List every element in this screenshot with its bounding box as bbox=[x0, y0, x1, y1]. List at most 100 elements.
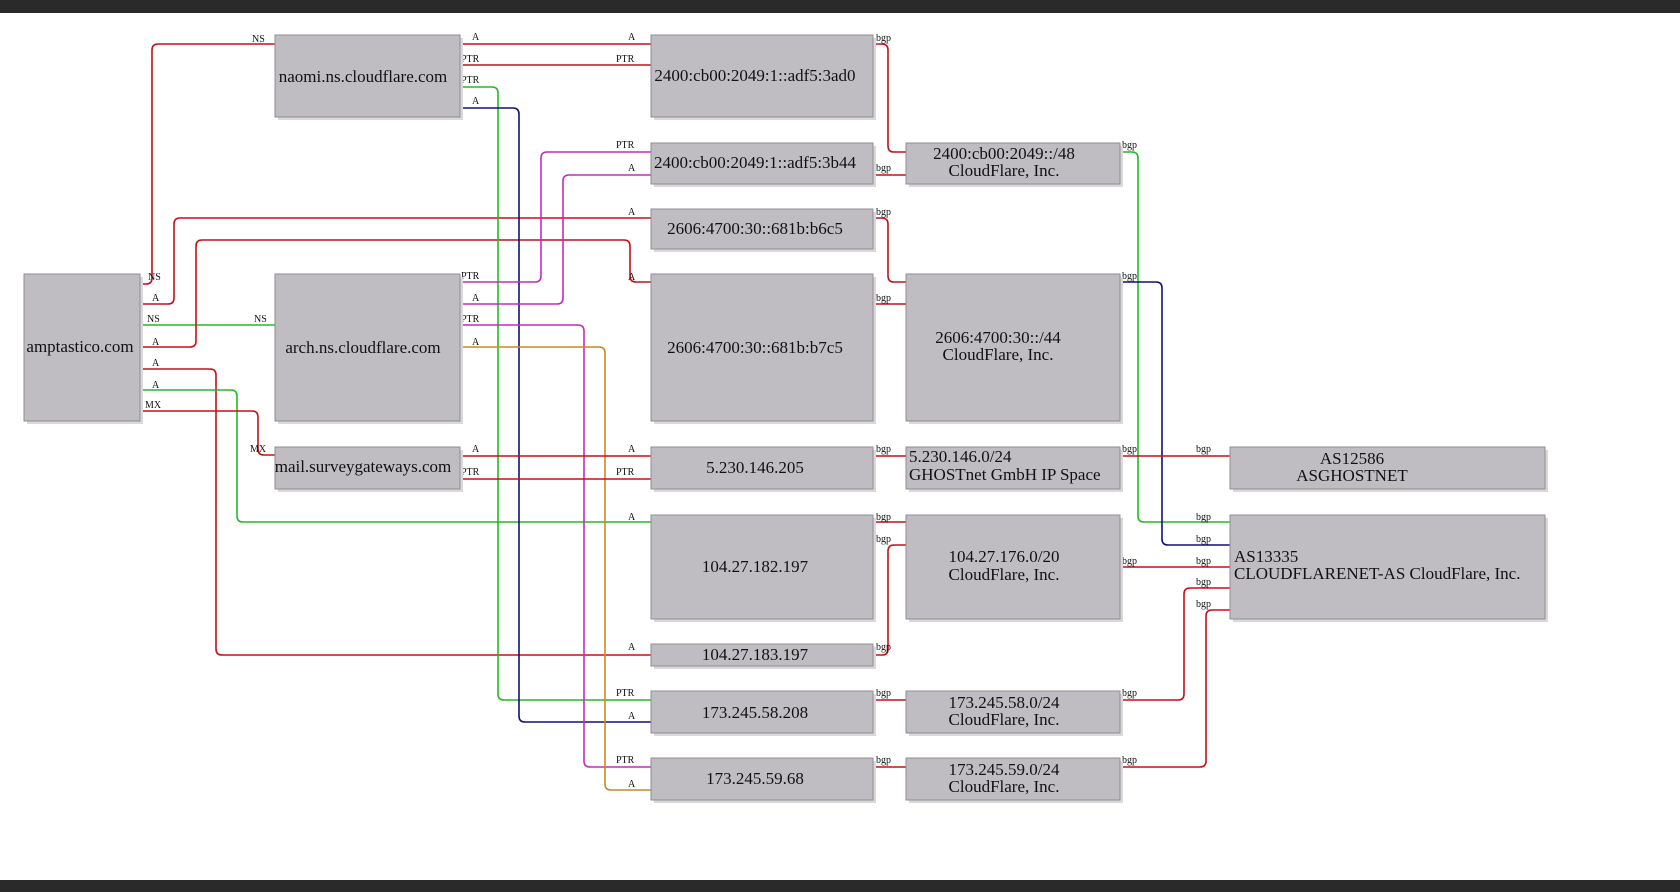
edge-ip6c-net2606-bgp bbox=[873, 217, 906, 283]
edge-net2400-as13335-bgp bbox=[1120, 151, 1230, 523]
node-box bbox=[650, 690, 874, 734]
node-label: 104.27.182.197 bbox=[702, 557, 809, 576]
edge-label-ptr: PTR bbox=[461, 314, 480, 325]
edge-label-bgp: bgp bbox=[876, 688, 891, 699]
edge-label-a: A bbox=[472, 96, 480, 107]
node-label: ASGHOSTNET bbox=[1296, 466, 1408, 485]
edge-label-a: A bbox=[152, 358, 160, 369]
node-label: 2400:cb00:2049:1::adf5:3ad0 bbox=[654, 66, 855, 85]
edge-label-ns: NS bbox=[148, 272, 161, 283]
edge-label-mx: MX bbox=[250, 444, 267, 455]
edge-label-ptr: PTR bbox=[461, 271, 480, 282]
node-ip173b[interactable]: 173.245.59.68 bbox=[650, 757, 876, 803]
edge-label-ptr: PTR bbox=[616, 54, 635, 65]
node-ip173a[interactable]: 173.245.58.208 bbox=[650, 690, 876, 736]
node-box bbox=[905, 446, 1121, 490]
node-box bbox=[650, 757, 874, 801]
node-label: amptastico.com bbox=[26, 337, 133, 356]
edge-label-mx: MX bbox=[145, 400, 162, 411]
edge-label-ns: NS bbox=[252, 34, 265, 45]
node-label: 173.245.58.208 bbox=[702, 703, 808, 722]
edge-arch-ip173b-ptr bbox=[460, 324, 651, 768]
node-label: CloudFlare, Inc. bbox=[943, 345, 1054, 364]
edge-arch-ip6b-a bbox=[460, 174, 651, 305]
node-box bbox=[905, 757, 1121, 801]
edge-label-ptr: PTR bbox=[461, 467, 480, 478]
edge-net173b-as13335-bgp bbox=[1120, 609, 1230, 768]
node-box bbox=[650, 142, 874, 185]
edge-label-bgp: bgp bbox=[1196, 534, 1211, 545]
edge-label-a: A bbox=[628, 272, 636, 283]
node-box bbox=[274, 273, 461, 422]
node-label: 2606:4700:30::681b:b7c5 bbox=[667, 338, 843, 357]
edge-amptastico-naomi-ns bbox=[140, 43, 275, 285]
edge-label-a: A bbox=[628, 207, 636, 218]
node-layer: amptastico.com naomi.ns.cloudflare.com arc… bbox=[23, 34, 1548, 803]
node-amptastico[interactable]: amptastico.com bbox=[23, 273, 143, 424]
edge-label-a: A bbox=[628, 779, 636, 790]
node-label: 173.245.59.0/24 bbox=[949, 760, 1060, 779]
bottom-window-band bbox=[0, 880, 1680, 892]
node-ip104a[interactable]: 104.27.182.197 bbox=[650, 514, 876, 622]
node-label: CloudFlare, Inc. bbox=[949, 161, 1060, 180]
node-box bbox=[274, 34, 461, 118]
edge-label-a: A bbox=[628, 444, 636, 455]
node-label: mail.surveygateways.com bbox=[275, 457, 452, 476]
node-label: CLOUDFLARENET-AS CloudFlare, Inc. bbox=[1234, 564, 1520, 583]
node-box bbox=[650, 34, 874, 118]
edge-amptastico-mail-mx bbox=[140, 410, 275, 456]
node-ip6c[interactable]: 2606:4700:30::681b:b6c5 bbox=[650, 208, 876, 252]
node-naomi[interactable]: naomi.ns.cloudflare.com bbox=[274, 34, 463, 120]
edge-arch-ip6b-ptr bbox=[460, 151, 651, 283]
node-label: CloudFlare, Inc. bbox=[949, 777, 1060, 796]
edge-label-a: A bbox=[628, 512, 636, 523]
edge-label-bgp: bgp bbox=[1122, 271, 1137, 282]
edge-label-bgp: bgp bbox=[876, 163, 891, 174]
node-box bbox=[650, 643, 874, 667]
node-label: AS13335 bbox=[1234, 547, 1298, 566]
edge-label-a: A bbox=[152, 380, 160, 391]
top-window-band bbox=[0, 0, 1680, 13]
edge-label-bgp: bgp bbox=[1196, 577, 1211, 588]
edge-label-a: A bbox=[472, 444, 480, 455]
node-label: 104.27.183.197 bbox=[702, 645, 809, 664]
node-ip6b[interactable]: 2400:cb00:2049:1::adf5:3b44 bbox=[650, 142, 876, 187]
node-ip104b[interactable]: 104.27.183.197 bbox=[650, 643, 876, 669]
node-label: 173.245.58.0/24 bbox=[949, 693, 1060, 712]
edge-label-a: A bbox=[628, 711, 636, 722]
edge-amptastico-ip104b-a bbox=[140, 368, 651, 656]
node-box bbox=[905, 514, 1121, 620]
edge-label-bgp: bgp bbox=[876, 534, 891, 545]
node-mail[interactable]: mail.surveygateways.com bbox=[274, 446, 463, 492]
edge-amptastico-ip6c-a bbox=[140, 217, 651, 305]
edge-label-a: A bbox=[152, 337, 160, 348]
node-ip5230[interactable]: 5.230.146.205 bbox=[650, 446, 876, 492]
edge-label-bgp: bgp bbox=[1196, 512, 1211, 523]
node-label: 2606:4700:30::681b:b6c5 bbox=[667, 219, 843, 238]
edge-label-ptr: PTR bbox=[461, 75, 480, 86]
node-arch[interactable]: arch.ns.cloudflare.com bbox=[274, 273, 463, 424]
node-box bbox=[274, 446, 461, 490]
edge-label-bgp: bgp bbox=[1122, 556, 1137, 567]
node-label: 2606:4700:30::/44 bbox=[935, 328, 1061, 347]
edge-label-bgp: bgp bbox=[876, 33, 891, 44]
node-box bbox=[650, 514, 874, 620]
node-label: GHOSTnet GmbH IP Space bbox=[909, 465, 1101, 484]
node-box bbox=[650, 273, 874, 422]
edge-label-ns: NS bbox=[147, 314, 160, 325]
node-ip6a[interactable]: 2400:cb00:2049:1::adf5:3ad0 bbox=[650, 34, 876, 120]
edge-label-ns: NS bbox=[254, 314, 267, 325]
edge-amptastico-ip6d-a bbox=[140, 239, 651, 348]
node-box bbox=[1229, 514, 1546, 620]
node-ip6d[interactable]: 2606:4700:30::681b:b7c5 bbox=[650, 273, 876, 424]
edge-label-a: A bbox=[628, 163, 636, 174]
edge-label-ptr: PTR bbox=[616, 755, 635, 766]
